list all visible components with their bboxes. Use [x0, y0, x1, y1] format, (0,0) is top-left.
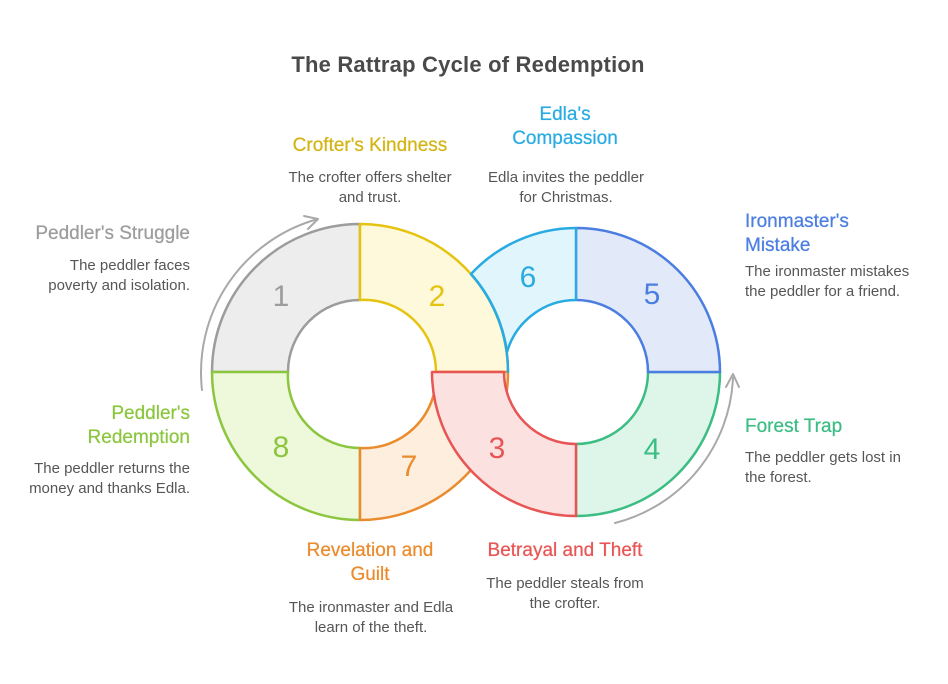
- step-4-label: Forest Trap: [745, 416, 843, 437]
- cycle-arrow-right: [614, 373, 740, 524]
- step-1-description: The peddler faces poverty and isolation.: [48, 257, 190, 294]
- cycle-arrow-left: [200, 215, 319, 391]
- step-5-label: Ironmaster's Mistake: [745, 211, 849, 256]
- segment-5-number: 5: [644, 278, 661, 311]
- step-7-description: The ironmaster and Edla learn of the the…: [288, 599, 454, 636]
- step-3-label: Betrayal and Theft: [487, 540, 643, 561]
- segment-8-number: 8: [273, 431, 290, 464]
- segment-7-number: 7: [401, 450, 418, 483]
- step-1-label: Peddler's Struggle: [35, 223, 190, 244]
- segment-6-overlap-edge: [469, 272, 510, 374]
- segment-3-betrayal-theft: [430, 370, 578, 518]
- arrow-head-right: [725, 373, 740, 388]
- arrow-arc-left: [200, 218, 319, 391]
- step-4-description: The peddler gets lost in the forest.: [745, 449, 901, 486]
- segment-2-number: 2: [429, 280, 446, 313]
- segment-3-number: 3: [489, 432, 506, 465]
- step-2-description: The crofter offers shelter and trust.: [288, 169, 452, 206]
- step-8-description: The peddler returns the money and thanks…: [29, 460, 190, 497]
- segment-5-ironmasters-mistake: [574, 226, 722, 374]
- step-6-label: Edla's Compassion: [512, 104, 618, 149]
- step-6-description: Edla invites the peddler for Christmas.: [488, 169, 644, 206]
- segment-8-peddlers-redemption: [210, 370, 362, 522]
- step-3-description: The peddler steals from the crofter.: [486, 575, 644, 612]
- step-5-description: The ironmaster mistakes the peddler for …: [745, 263, 910, 300]
- segment-1-number: 1: [273, 280, 290, 313]
- step-8-label: Peddler's Redemption: [87, 403, 190, 448]
- step-2-label: Crofter's Kindness: [292, 135, 448, 156]
- segment-6-number: 6: [520, 261, 537, 294]
- page-title: The Rattrap Cycle of Redemption: [291, 52, 645, 77]
- segment-1-peddlers-struggle: [210, 222, 362, 374]
- arrow-head-left: [303, 215, 319, 230]
- segment-4-forest-trap: [574, 370, 722, 518]
- arrow-arc-right: [614, 377, 734, 524]
- step-7-label: Revelation and Guilt: [306, 540, 434, 585]
- segment-4-number: 4: [644, 433, 661, 466]
